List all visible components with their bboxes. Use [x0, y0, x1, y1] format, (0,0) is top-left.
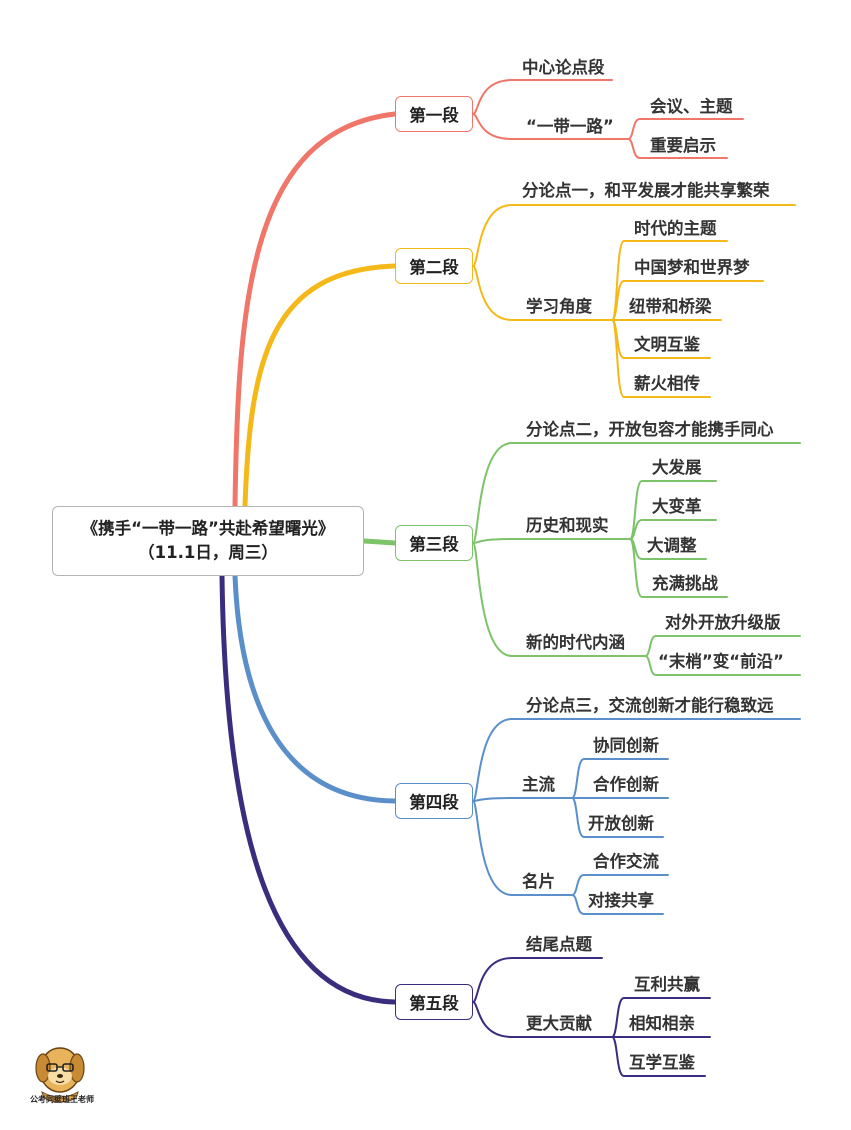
- sec3-leaf-link-5: [644, 635, 801, 657]
- sec5-leaf-2: 相知相亲: [629, 1014, 695, 1033]
- sec2-link-1: [472, 204, 796, 267]
- trunk-sec2: [242, 263, 398, 509]
- sec4-leaf-link-3: [571, 797, 664, 838]
- sec2-leaf-2: 中国梦和世界梦: [634, 258, 750, 277]
- sec5-leaf-link-1: [611, 997, 711, 1038]
- sec3-leaf-link-2: [629, 519, 717, 540]
- sec4-leaf-2: 合作创新: [593, 775, 659, 794]
- section-3-node: 第三段: [395, 525, 473, 561]
- section-5-node: 第五段: [395, 984, 473, 1020]
- cartoon-dog-logo: [35, 1047, 85, 1103]
- sec4-leaf-1: 协同创新: [593, 736, 659, 755]
- root-subtitle: （11.1日，周三）: [138, 543, 278, 562]
- sec2-leaf-5: 薪火相传: [634, 374, 700, 393]
- sec2-child-2: 学习角度: [526, 297, 592, 316]
- trunk-sec5: [219, 573, 398, 1005]
- root-node: 《携手“一带一路”共赴希望曙光》 （11.1日，周三）: [52, 506, 364, 576]
- sec4-child-3: 名片: [522, 872, 555, 891]
- sec2-leaf-link-2: [611, 280, 764, 321]
- sec2-leaf-3: 纽带和桥梁: [629, 297, 712, 316]
- sec3-link-2: [472, 538, 631, 544]
- sec3-leaf-2: 大变革: [652, 497, 702, 516]
- sec1-link-2: [472, 113, 629, 140]
- section-1-node: 第一段: [395, 96, 473, 132]
- section-4-node: 第四段: [395, 783, 473, 819]
- sec2-leaf-1: 时代的主题: [634, 219, 717, 238]
- sec3-leaf-5: 对外开放升级版: [665, 613, 781, 632]
- sec5-child-2: 更大贡献: [526, 1014, 592, 1033]
- sec1-leaf-1: 会议、主题: [650, 97, 733, 116]
- sec2-leaf-link-5: [611, 319, 711, 398]
- sec4-leaf-link-5: [571, 894, 664, 915]
- sec3-child-2: 历史和现实: [526, 516, 609, 535]
- sec3-child-1: 分论点二，开放包容才能携手同心: [526, 420, 774, 439]
- sec2-link-2: [472, 265, 613, 321]
- sec4-link-2: [472, 797, 573, 802]
- sec1-child-2: “一带一路”: [526, 117, 614, 136]
- sec5-link-2: [472, 1001, 613, 1038]
- sec3-link-3: [472, 542, 646, 657]
- sec2-leaf-4: 文明互鉴: [634, 335, 700, 354]
- sec1-link-1: [472, 79, 613, 115]
- sec3-leaf-link-4: [629, 538, 728, 598]
- sec1-child-1: 中心论点段: [522, 58, 605, 77]
- sec5-leaf-link-3: [611, 1036, 706, 1077]
- trunk-sec1: [232, 111, 398, 509]
- section-2-node: 第二段: [395, 248, 473, 284]
- sec5-link-1: [472, 957, 603, 1003]
- sec4-link-1: [472, 718, 801, 802]
- sec1-leaf-link-1: [627, 118, 744, 140]
- trunk-sec4: [232, 573, 398, 804]
- sec3-link-1: [472, 442, 801, 544]
- sec4-child-2: 主流: [522, 775, 555, 794]
- sec5-leaf-1: 互利共赢: [634, 975, 700, 994]
- sec3-leaf-3: 大调整: [647, 536, 697, 555]
- sec4-leaf-5: 对接共享: [588, 891, 654, 910]
- trunk-sec3: [361, 538, 398, 546]
- root-title: 《携手“一带一路”共赴希望曙光》: [81, 519, 335, 538]
- sec3-leaf-link-6: [644, 655, 801, 676]
- sec5-leaf-3: 互学互鉴: [629, 1053, 695, 1072]
- sec5-child-1: 结尾点题: [526, 935, 592, 954]
- sec4-child-1: 分论点三，交流创新才能行稳致远: [526, 696, 774, 715]
- sec4-link-3: [472, 800, 573, 896]
- sec2-child-1: 分论点一，和平发展才能共享繁荣: [522, 181, 770, 200]
- sec3-leaf-6: “末梢”变“前沿”: [658, 652, 784, 671]
- sec4-leaf-4: 合作交流: [593, 852, 659, 871]
- sec3-leaf-4: 充满挑战: [652, 574, 718, 593]
- sec1-leaf-2: 重要启示: [650, 136, 716, 155]
- sec3-leaf-1: 大发展: [652, 458, 702, 477]
- sec4-leaf-3: 开放创新: [588, 814, 654, 833]
- sec4-leaf-link-4: [571, 874, 669, 896]
- sec4-leaf-link-1: [571, 758, 669, 799]
- sec1-leaf-link-2: [627, 138, 728, 159]
- watermark-text: 公考同壁班王老师: [30, 1095, 94, 1104]
- sec3-child-3: 新的时代内涵: [526, 633, 625, 652]
